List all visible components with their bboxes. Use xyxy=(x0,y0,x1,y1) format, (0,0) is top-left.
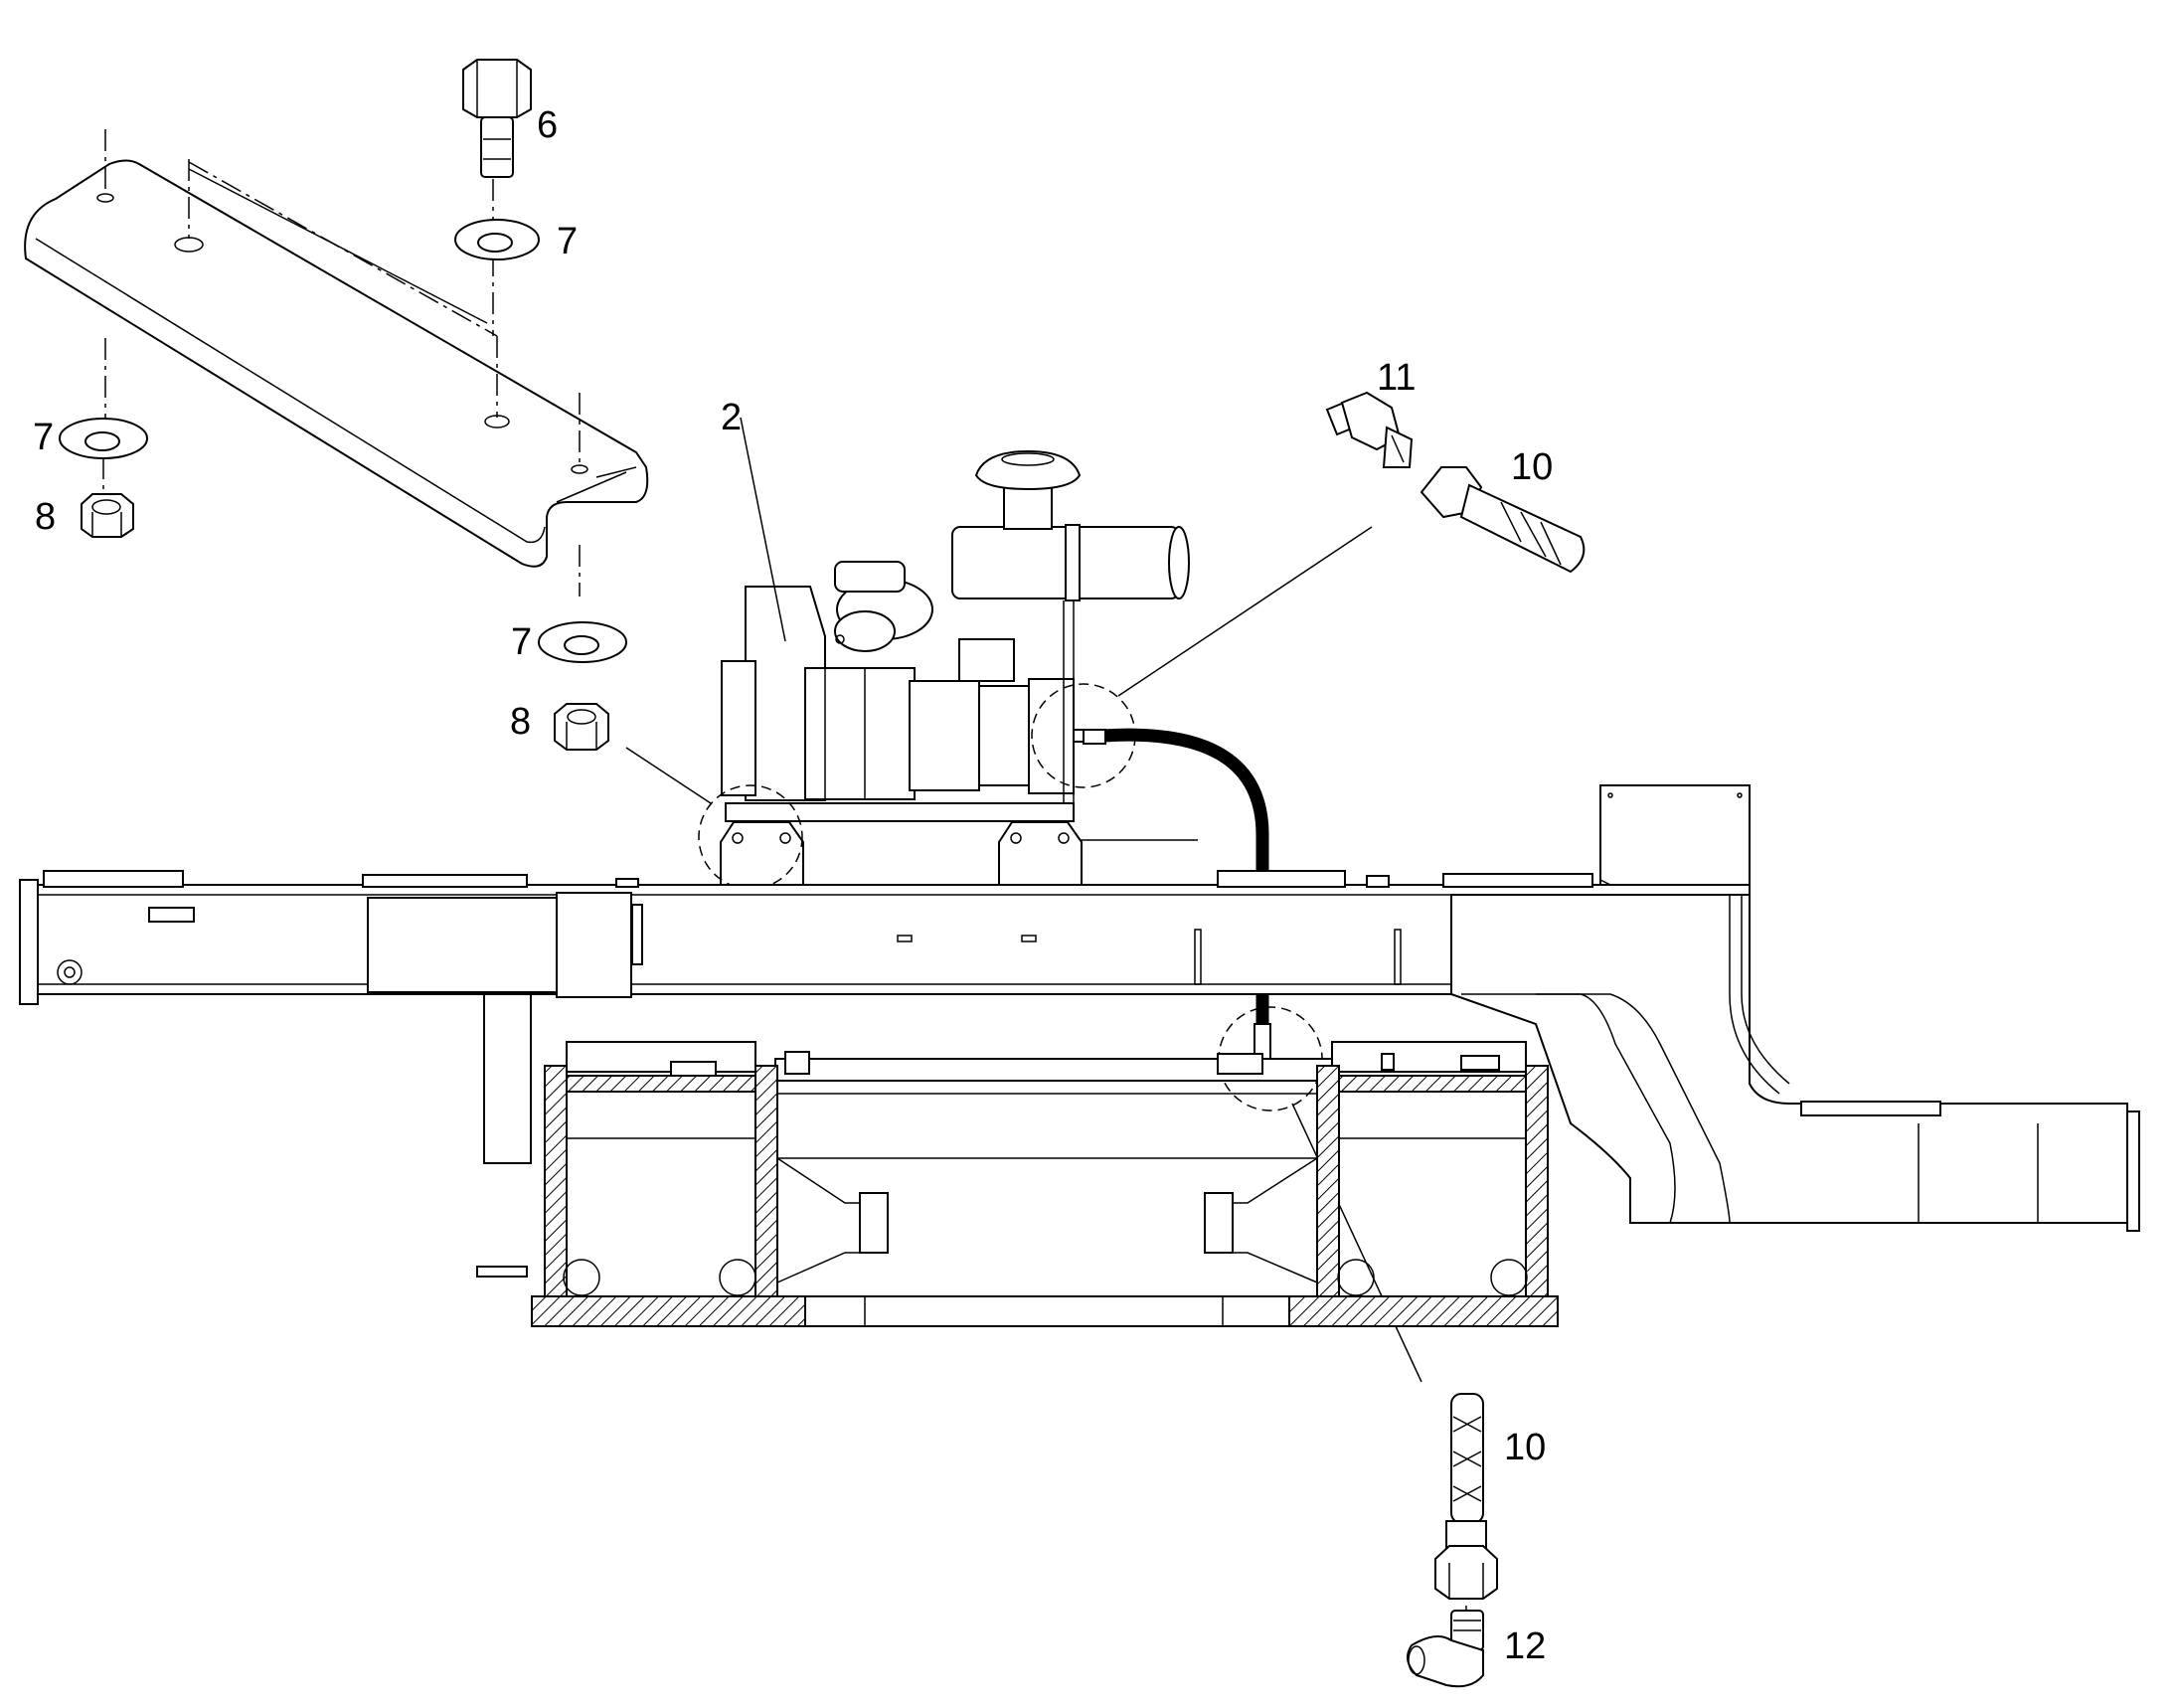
callout-12: 12 xyxy=(1504,1625,1546,1667)
hex-nut-icon xyxy=(81,493,134,538)
lower-housing-section xyxy=(476,993,1559,1327)
callout-7a: 7 xyxy=(557,221,578,262)
flat-washer-icon xyxy=(454,219,540,260)
hydraulic-hose xyxy=(1083,728,1271,1067)
flat-washer-icon xyxy=(59,418,148,459)
hex-nut-icon xyxy=(554,703,609,751)
callout-6: 6 xyxy=(537,104,558,146)
motor-pump-unit xyxy=(720,449,1198,892)
detail-circle xyxy=(1031,683,1136,788)
callout-7c: 7 xyxy=(511,621,532,663)
callout-10b: 10 xyxy=(1504,1427,1546,1468)
callout-labels: 6 7 7 8 7 8 2 11 10 10 12 xyxy=(33,104,1553,1667)
hose-fitting-icon xyxy=(1434,1393,1498,1600)
leader-lines xyxy=(625,417,1422,1383)
callout-8b: 8 xyxy=(510,701,531,743)
machine-frame xyxy=(19,784,2140,1232)
callout-10a: 10 xyxy=(1511,446,1553,488)
callout-8a: 8 xyxy=(35,496,56,538)
elbow-fitting-icon xyxy=(1407,1610,1484,1688)
hose-fitting-icon xyxy=(1420,466,1586,574)
callout-2: 2 xyxy=(721,397,742,438)
callout-11: 11 xyxy=(1377,357,1416,399)
callout-7b: 7 xyxy=(33,417,54,458)
thread-adapter-icon xyxy=(1325,391,1414,468)
flat-washer-icon xyxy=(538,621,627,663)
hex-bolt-icon xyxy=(462,59,532,178)
